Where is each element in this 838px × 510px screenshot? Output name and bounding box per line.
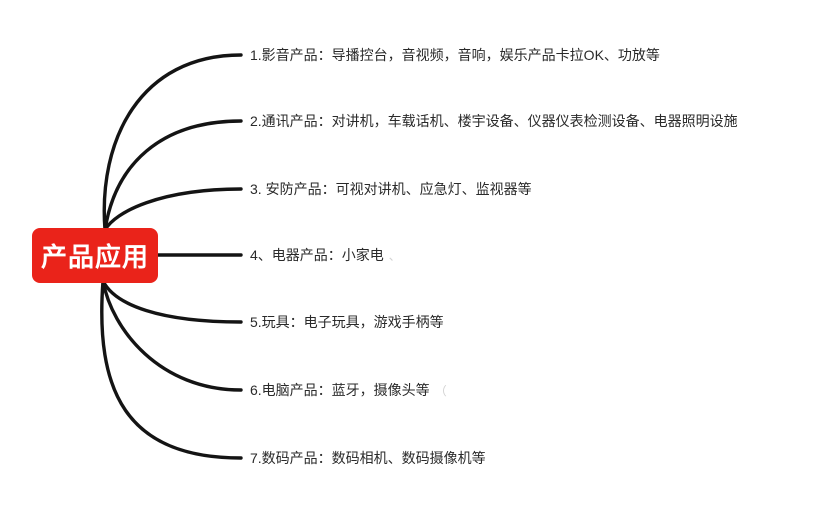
branch-node-6-text: 6.电脑产品：蓝牙，摄像头等 xyxy=(250,382,430,398)
branch-node-4[interactable]: 4、电器产品：小家电 、 xyxy=(250,244,401,266)
branch-node-5-text: 5.玩具：电子玩具，游戏手柄等 xyxy=(250,314,444,330)
branch-node-6-faint-mark: （ xyxy=(434,383,447,398)
branch-node-4-faint-mark: 、 xyxy=(388,248,401,263)
root-node[interactable]: 产品应用 xyxy=(32,228,158,283)
branch-curve-2 xyxy=(103,119,243,232)
branch-node-3[interactable]: 3. 安防产品：可视对讲机、应急灯、监视器等 xyxy=(250,178,532,200)
branch-node-7[interactable]: 7.数码产品：数码相机、数码摄像机等 xyxy=(250,447,486,469)
branch-node-1-text: 1.影音产品：导播控台，音视频，音响，娱乐产品卡拉OK、功放等 xyxy=(250,47,660,63)
branch-curve-3 xyxy=(103,187,243,232)
branch-node-1[interactable]: 1.影音产品：导播控台，音视频，音响，娱乐产品卡拉OK、功放等 xyxy=(250,44,660,66)
branch-node-2-text: 2.通讯产品：对讲机，车载话机、楼宇设备、仪器仪表检测设备、电器照明设施 xyxy=(250,113,738,129)
branch-node-2[interactable]: 2.通讯产品：对讲机，车载话机、楼宇设备、仪器仪表检测设备、电器照明设施 xyxy=(250,110,738,132)
branch-node-5[interactable]: 5.玩具：电子玩具，游戏手柄等 xyxy=(250,311,444,333)
branch-curve-1 xyxy=(102,53,243,232)
branch-curve-6 xyxy=(101,279,243,392)
branch-node-4-text: 4、电器产品：小家电 xyxy=(250,247,384,263)
branch-node-3-text: 3. 安防产品：可视对讲机、应急灯、监视器等 xyxy=(250,181,532,197)
root-node-label: 产品应用 xyxy=(40,242,149,272)
branch-node-6[interactable]: 6.电脑产品：蓝牙，摄像头等 （ xyxy=(250,379,447,401)
branch-curve-7 xyxy=(100,279,243,460)
branch-curve-5 xyxy=(101,279,243,324)
branch-node-7-text: 7.数码产品：数码相机、数码摄像机等 xyxy=(250,450,486,466)
